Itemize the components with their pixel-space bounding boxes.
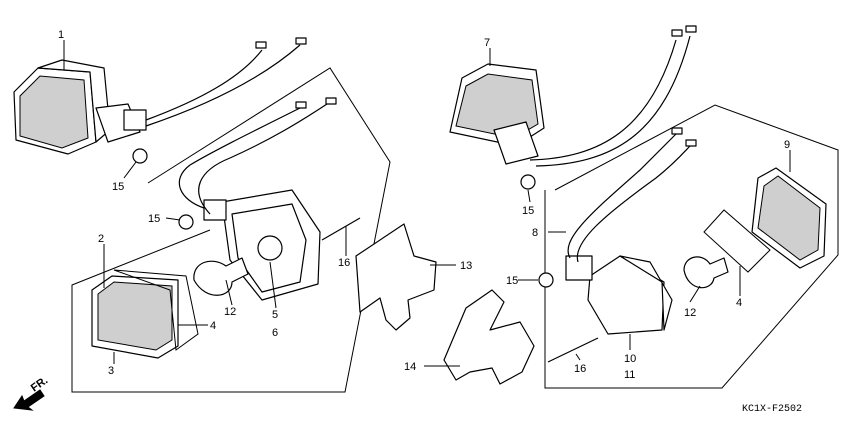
callout-2: 2: [98, 233, 104, 245]
gasket-4-left: [113, 269, 199, 351]
bolt-16-right: [547, 337, 599, 363]
callout-12a: 12: [224, 306, 236, 318]
bulb-12-left: [193, 257, 249, 296]
callout-15b: 15: [148, 213, 160, 225]
callout-7: 7: [484, 37, 490, 49]
turn-signal-unit-7: [449, 25, 697, 167]
callout-12b: 12: [684, 307, 696, 319]
callout-4b: 4: [736, 297, 742, 309]
callout-15d: 15: [506, 275, 518, 287]
callout-9: 9: [784, 139, 790, 151]
callout-10: 10: [624, 353, 636, 365]
turn-signal-unit-1: [13, 37, 307, 155]
callout-6: 6: [272, 327, 278, 339]
bracket-13: [355, 223, 437, 331]
callout-8: 8: [532, 227, 538, 239]
right-assembly-frame: [544, 104, 839, 389]
callout-11: 11: [624, 369, 635, 381]
front-direction-arrow: FR.: [13, 374, 50, 411]
bolt-16-left: [321, 217, 361, 241]
bracket-14: [443, 289, 535, 385]
lens-3: [91, 275, 179, 359]
callout-16b: 16: [574, 363, 586, 375]
leader-lines: [63, 40, 791, 367]
callout-13: 13: [460, 260, 472, 272]
callout-15c: 15: [522, 205, 534, 217]
callout-14: 14: [404, 361, 416, 373]
direction-label: FR.: [29, 374, 50, 394]
callout-15a: 15: [112, 181, 124, 193]
nut-15a: [132, 148, 148, 164]
left-assembly-frame: [71, 67, 391, 393]
lens-9: [751, 167, 827, 269]
nut-15d: [538, 272, 554, 288]
callout-4a: 4: [210, 320, 216, 332]
socket-housing-10: [565, 127, 697, 335]
bulb-12-right: [683, 256, 729, 289]
callout-5: 5: [272, 309, 278, 321]
callout-1: 1: [58, 29, 64, 41]
nut-15c: [520, 174, 536, 190]
gasket-4-right: [703, 209, 771, 273]
diagram-code: KC1X-F2502: [742, 404, 802, 415]
callout-3: 3: [108, 365, 114, 377]
callout-16a: 16: [338, 257, 350, 269]
nut-15b: [178, 214, 194, 230]
